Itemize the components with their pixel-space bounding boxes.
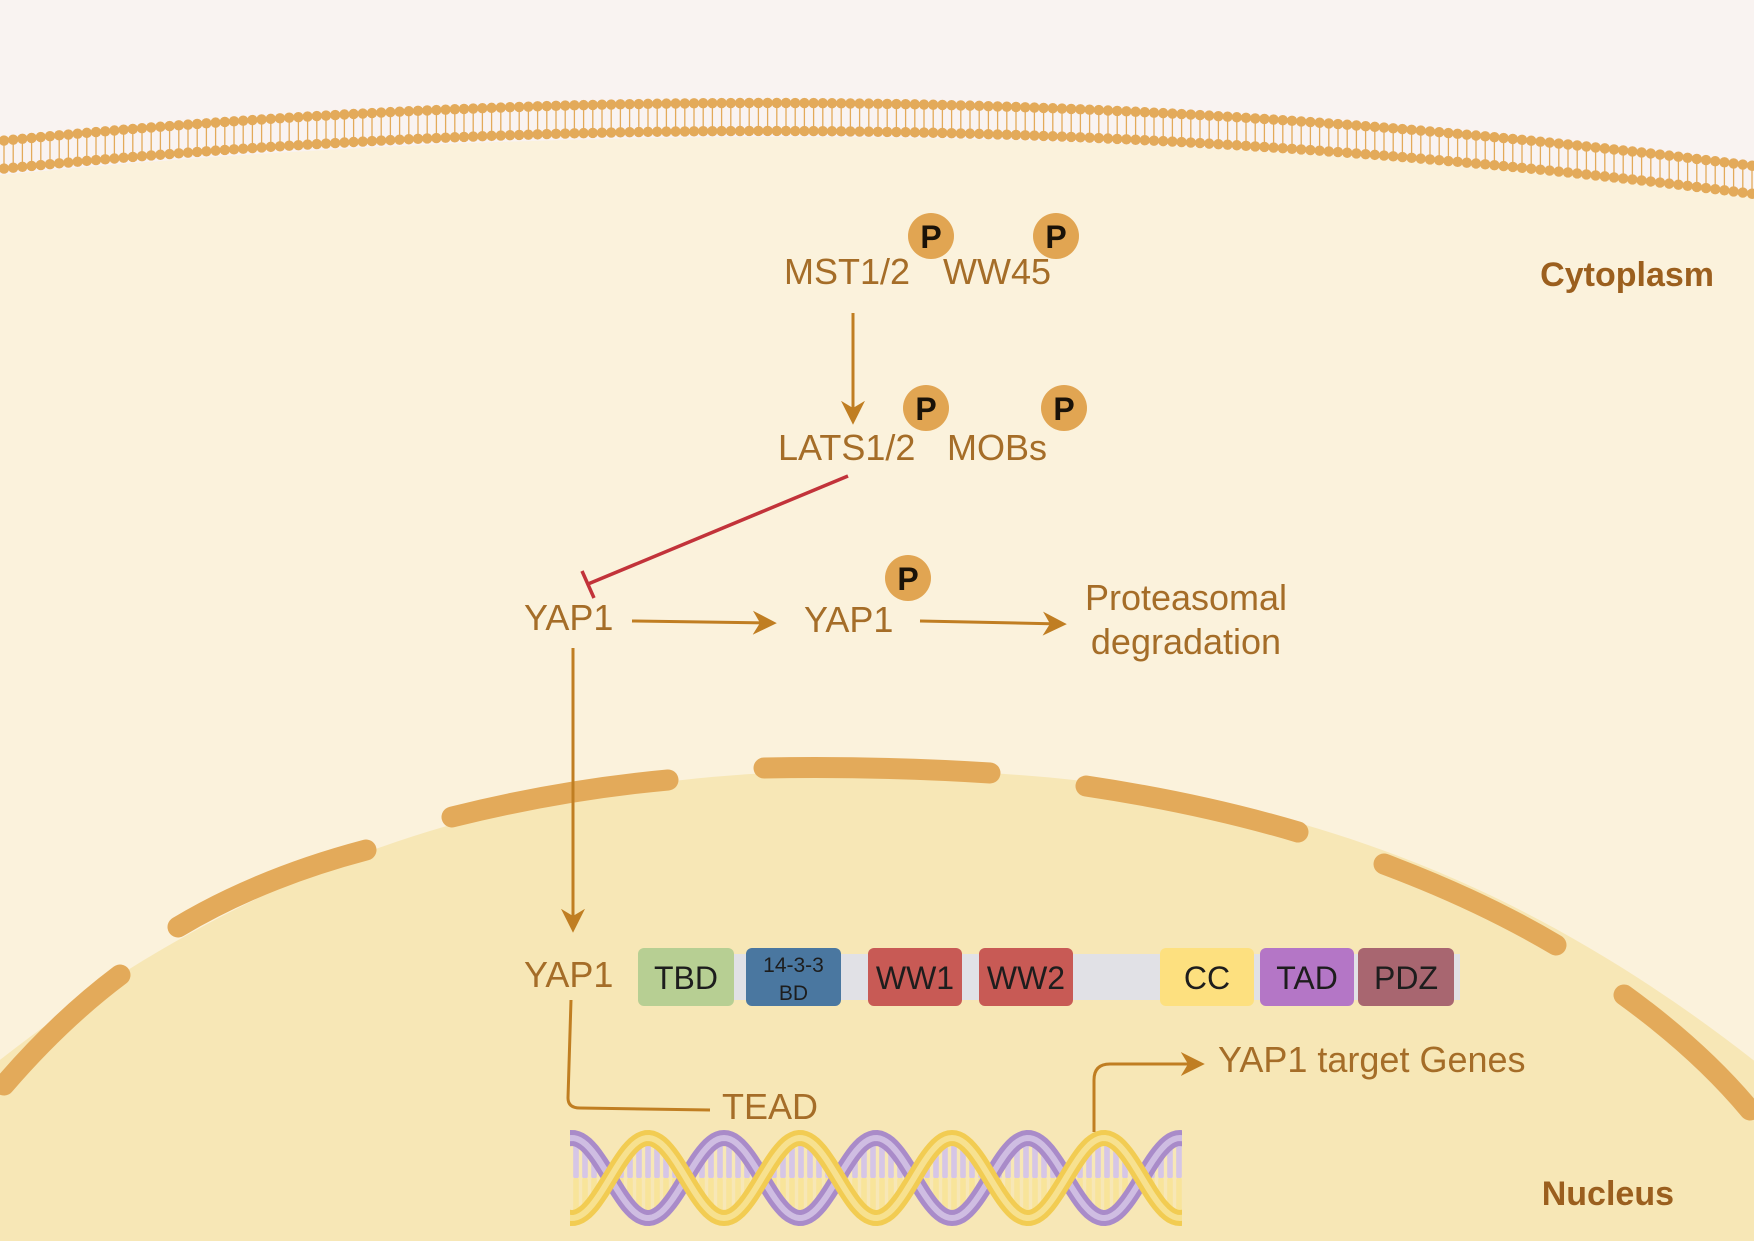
phosphorylation-arrow: [631, 610, 777, 635]
mst-label: MST1/2: [784, 251, 910, 292]
degradation-label-line2: degradation: [1091, 621, 1281, 662]
phospho-badge: P: [903, 385, 949, 431]
svg-text:14-3-3: 14-3-3: [763, 954, 824, 977]
yap1-domain-cc: CC: [1160, 948, 1254, 1006]
svg-text:WW2: WW2: [987, 960, 1065, 996]
lats-label: LATS1/2: [778, 427, 915, 468]
yap1-domain-tbd: TBD: [638, 948, 734, 1006]
inhibition-arrow: [580, 474, 849, 599]
phospho-badge: P: [1033, 213, 1079, 259]
ww45-label: WW45: [943, 251, 1051, 292]
phospho-badge: P: [908, 213, 954, 259]
svg-text:CC: CC: [1184, 960, 1230, 996]
yap1-domain-pdz: PDZ: [1358, 948, 1454, 1006]
yap1-domain-1433: 14-3-3BD: [746, 948, 841, 1006]
svg-text:P: P: [897, 561, 918, 597]
mobs-label: MOBs: [947, 427, 1047, 468]
dna-double-helix: [570, 1129, 1182, 1227]
svg-text:TAD: TAD: [1276, 960, 1338, 996]
nuclear-yap1-label: YAP1: [524, 954, 613, 995]
transcription-arrow: [1092, 1052, 1205, 1132]
svg-text:PDZ: PDZ: [1374, 960, 1438, 996]
phospho-badge: P: [885, 555, 931, 601]
yap1-domain-ww2: WW2: [979, 948, 1073, 1006]
cell-membrane: [0, 97, 1754, 199]
yap1-label: YAP1: [524, 597, 613, 638]
nucleus-label: Nucleus: [1542, 1175, 1674, 1213]
phospho-yap1-label: YAP1: [804, 599, 893, 640]
svg-text:P: P: [915, 391, 936, 427]
svg-text:TBD: TBD: [654, 960, 718, 996]
phospho-badge: P: [1041, 385, 1087, 431]
yap1-domain-ww1: WW1: [868, 948, 962, 1006]
target-genes-label: YAP1 target Genes: [1218, 1039, 1526, 1080]
degradation-label-line1: Proteasomal: [1085, 577, 1287, 618]
degradation-arrow: [919, 611, 1067, 636]
svg-text:WW1: WW1: [876, 960, 954, 996]
tead-label: TEAD: [722, 1086, 818, 1127]
yap1-domain-tad: TAD: [1260, 948, 1354, 1006]
svg-text:P: P: [1053, 391, 1074, 427]
svg-text:P: P: [920, 219, 941, 255]
nuclear-envelope: [0, 757, 1754, 1121]
svg-text:BD: BD: [779, 982, 808, 1005]
svg-text:P: P: [1045, 219, 1066, 255]
tead-binding-line: [566, 999, 711, 1112]
cytoplasm-label: Cytoplasm: [1540, 256, 1714, 294]
